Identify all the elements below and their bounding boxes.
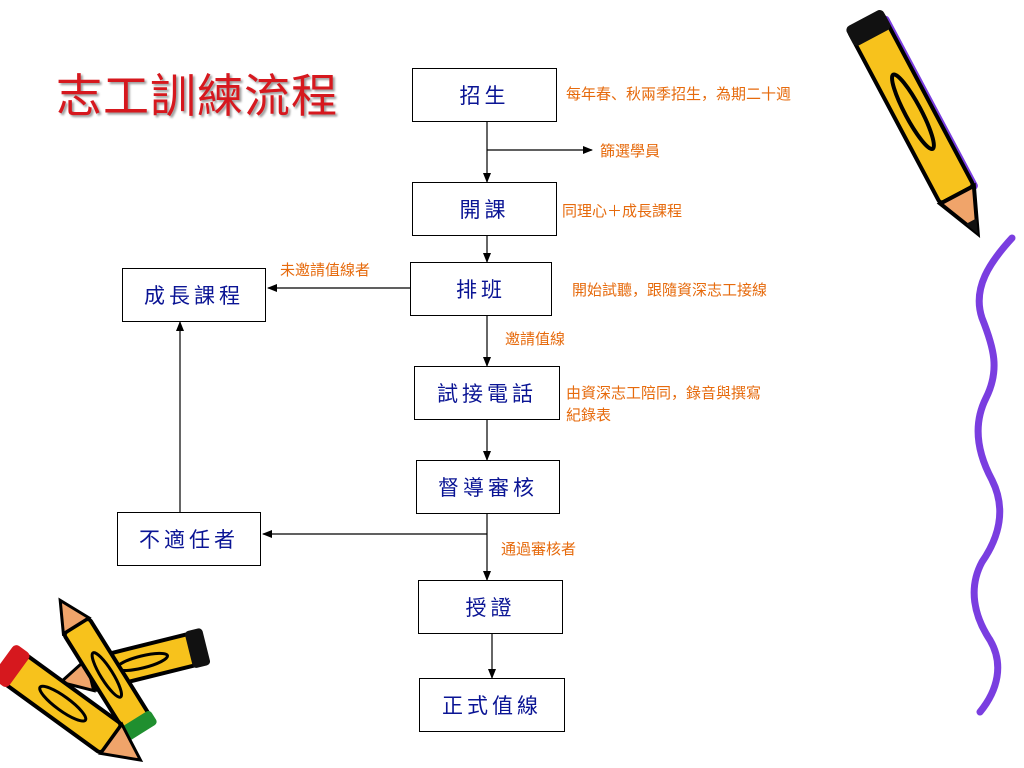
- node-course-open: 開課: [412, 182, 557, 236]
- node-recruit: 招生: [412, 68, 557, 122]
- squiggle-line: [970, 234, 1016, 716]
- page-title: 志工訓練流程: [56, 69, 338, 123]
- node-official-duty: 正式值線: [419, 678, 565, 732]
- note-passed: 通過審核者: [501, 540, 577, 558]
- note-invited: 邀請值線: [505, 330, 566, 348]
- note-scheduling: 開始試聽，跟隨資深志工接線: [572, 281, 768, 299]
- pencil-pile-icon: [0, 597, 211, 763]
- note-recruit: 每年春、秋兩季招生，為期二十週: [566, 85, 792, 103]
- note-not-invited: 未邀請值線者: [280, 261, 371, 279]
- note-course-open: 同理心＋成長課程: [562, 202, 683, 220]
- node-certify: 授證: [418, 580, 563, 634]
- pencil-icon: [846, 10, 981, 239]
- node-unsuitable: 不適任者: [117, 512, 261, 566]
- node-growth-course: 成長課程: [122, 268, 266, 322]
- node-scheduling: 排班: [410, 262, 552, 316]
- note-trial-call-line1: 由資深志工陪同，錄音與撰寫: [566, 384, 762, 402]
- note-trial-call-line2: 紀錄表: [566, 406, 612, 424]
- node-trial-call: 試接電話: [414, 366, 560, 420]
- node-supervision: 督導審核: [416, 460, 560, 514]
- note-screening: 篩選學員: [600, 142, 661, 160]
